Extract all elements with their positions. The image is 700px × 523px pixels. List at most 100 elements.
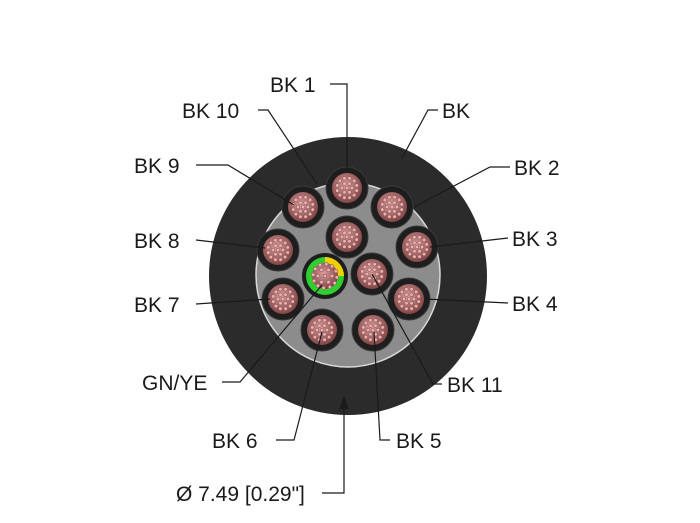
strand bbox=[310, 330, 315, 335]
strand bbox=[352, 227, 357, 232]
strand bbox=[397, 294, 402, 299]
strand bbox=[342, 190, 347, 195]
strand bbox=[407, 237, 412, 242]
strand bbox=[342, 176, 347, 181]
core-bk5 bbox=[351, 308, 395, 352]
strand bbox=[327, 320, 332, 325]
strand bbox=[288, 289, 293, 294]
strand bbox=[291, 207, 296, 212]
diameter-arrowhead bbox=[339, 396, 349, 409]
strand bbox=[275, 247, 281, 253]
strand bbox=[379, 269, 384, 274]
strand bbox=[333, 269, 339, 274]
strand bbox=[318, 262, 323, 268]
strand bbox=[271, 299, 276, 304]
strand bbox=[424, 242, 429, 247]
strand bbox=[378, 320, 383, 325]
strand bbox=[392, 209, 397, 214]
strand bbox=[387, 209, 392, 214]
strand bbox=[409, 306, 414, 311]
strand bbox=[347, 225, 352, 230]
strand bbox=[399, 202, 404, 207]
strand bbox=[361, 330, 366, 335]
label-bk9: BK 9 bbox=[134, 155, 180, 178]
strand bbox=[411, 296, 417, 302]
strand bbox=[278, 243, 283, 248]
strand bbox=[329, 325, 334, 330]
strand bbox=[293, 212, 298, 217]
strand bbox=[363, 335, 368, 340]
leader-bk11 bbox=[371, 273, 442, 385]
strand bbox=[409, 292, 414, 297]
strand bbox=[268, 255, 273, 260]
strand bbox=[327, 335, 332, 340]
strand bbox=[384, 204, 390, 210]
strand bbox=[311, 272, 316, 277]
strand bbox=[354, 232, 359, 237]
strand bbox=[360, 274, 365, 279]
strand bbox=[380, 202, 385, 207]
label-bk10: BK 10 bbox=[182, 100, 239, 123]
strand bbox=[368, 337, 373, 342]
strand bbox=[332, 281, 337, 286]
strand bbox=[365, 327, 371, 333]
strand bbox=[283, 301, 288, 306]
leader-bk4 bbox=[424, 298, 509, 304]
strand bbox=[273, 257, 278, 262]
strand bbox=[335, 232, 340, 237]
strand bbox=[367, 276, 372, 281]
strand bbox=[372, 262, 377, 267]
strand bbox=[372, 267, 377, 272]
strand bbox=[315, 273, 321, 279]
strand bbox=[337, 193, 342, 198]
core-bk3 bbox=[395, 225, 439, 269]
core-bk10 bbox=[281, 185, 325, 229]
strand bbox=[303, 200, 308, 205]
label-bk-jacket: BK bbox=[442, 100, 470, 123]
strand bbox=[392, 195, 397, 200]
strand bbox=[417, 235, 422, 240]
strand bbox=[414, 289, 419, 294]
strand bbox=[412, 240, 417, 245]
label-bk11: BK 11 bbox=[447, 374, 503, 397]
strand bbox=[361, 325, 366, 330]
strand bbox=[405, 247, 410, 252]
strand bbox=[335, 237, 340, 242]
strand bbox=[373, 318, 378, 323]
label-bk2: BK 2 bbox=[514, 157, 560, 180]
strand bbox=[349, 185, 355, 191]
strand bbox=[313, 266, 318, 271]
strand bbox=[370, 327, 376, 333]
strand bbox=[342, 244, 347, 249]
strand bbox=[380, 325, 385, 330]
strand bbox=[295, 204, 301, 210]
strand bbox=[310, 202, 315, 207]
strand bbox=[347, 181, 352, 186]
strand bbox=[317, 323, 322, 328]
strand bbox=[416, 294, 421, 299]
strand bbox=[397, 299, 402, 304]
strand bbox=[347, 230, 352, 235]
strand bbox=[319, 327, 325, 333]
strand bbox=[329, 330, 334, 335]
strand bbox=[293, 197, 298, 202]
strand bbox=[363, 320, 368, 325]
strand bbox=[352, 178, 357, 183]
strand bbox=[412, 254, 417, 259]
strand bbox=[283, 287, 288, 292]
leader-bk-jacket bbox=[401, 109, 438, 159]
core-bk7 bbox=[261, 277, 305, 321]
strand bbox=[401, 296, 407, 302]
strand bbox=[314, 327, 320, 333]
strand bbox=[394, 204, 400, 210]
strand bbox=[414, 244, 420, 250]
leader-bk10 bbox=[258, 109, 318, 185]
strand bbox=[375, 327, 381, 333]
strand bbox=[337, 227, 342, 232]
strand bbox=[322, 273, 328, 279]
strand bbox=[278, 257, 283, 262]
strand bbox=[319, 280, 324, 285]
strand bbox=[266, 250, 271, 255]
strand bbox=[404, 292, 409, 297]
strand bbox=[347, 176, 352, 181]
